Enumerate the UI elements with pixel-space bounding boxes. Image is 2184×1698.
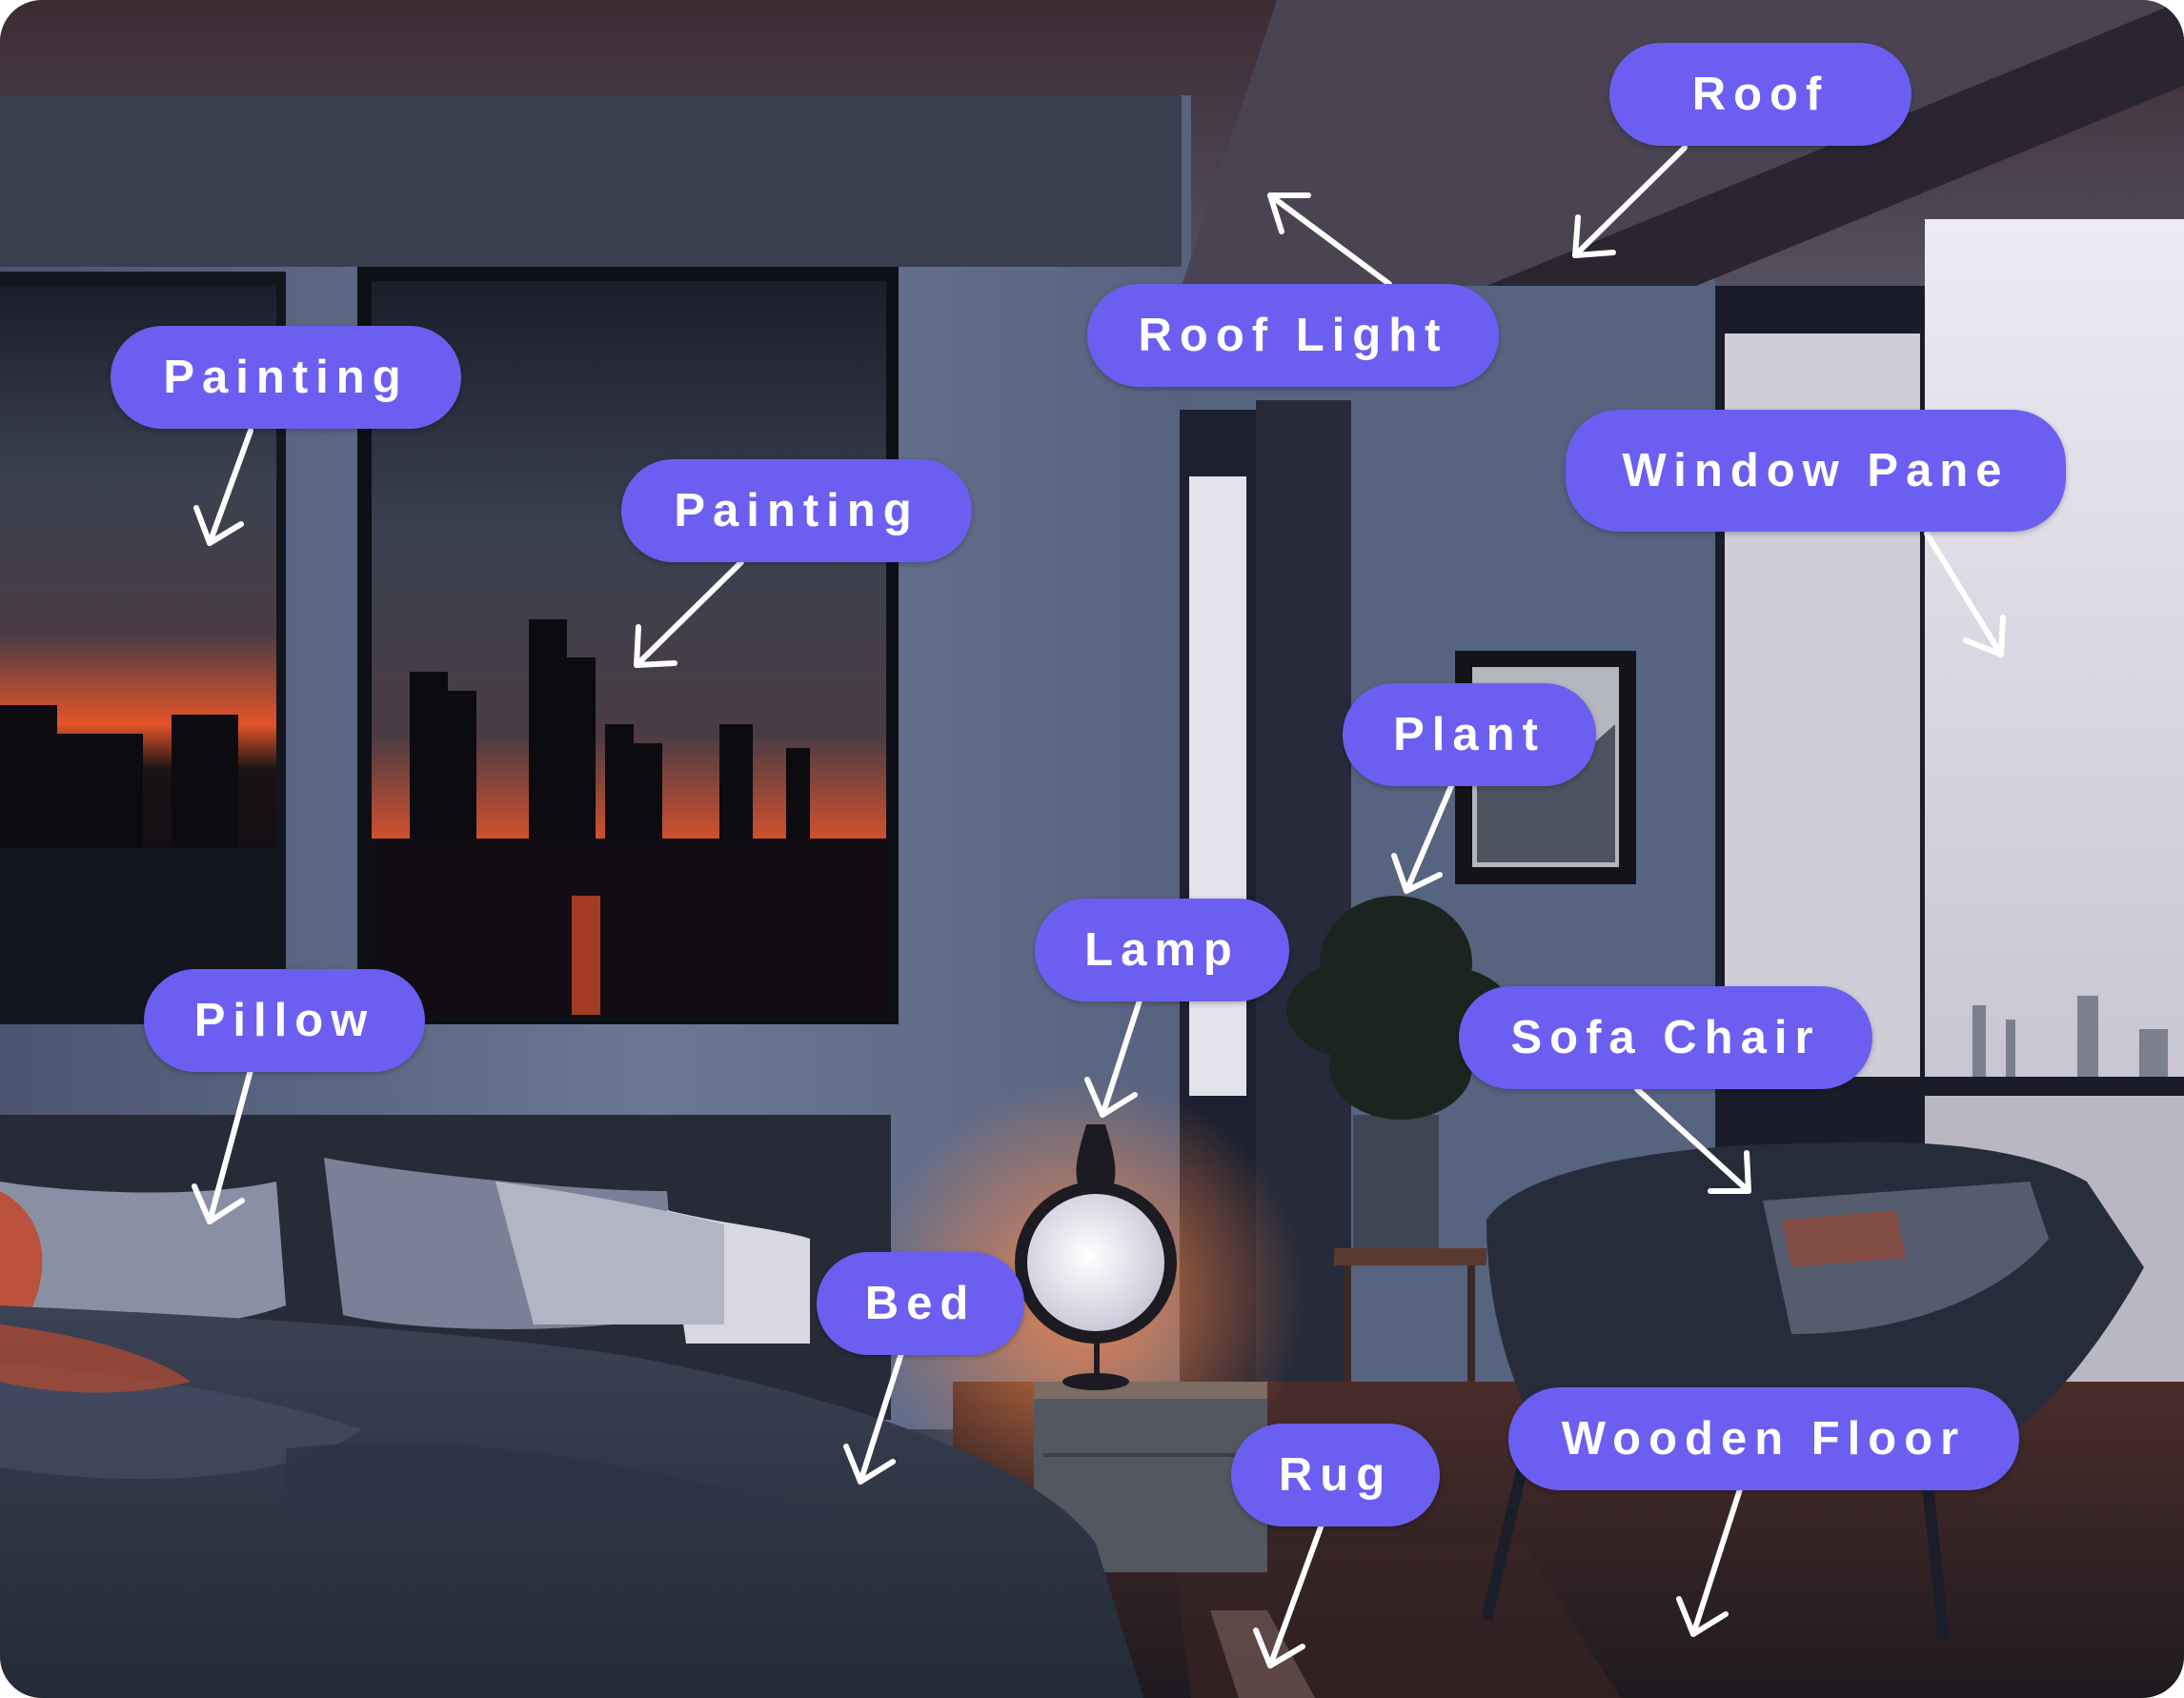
label-sofa-chair: Sofa Chair	[1459, 986, 1872, 1089]
label-bed: Bed	[817, 1252, 1024, 1355]
label-roof-light: Roof Light	[1087, 284, 1499, 387]
label-pillow: Pillow	[144, 969, 425, 1072]
label-wooden-floor: Wooden Floor	[1508, 1387, 2019, 1490]
label-painting-center: Painting	[621, 459, 972, 562]
label-plant: Plant	[1343, 683, 1596, 786]
label-window-pane: Window Pane	[1566, 410, 2066, 532]
label-roof: Roof	[1609, 43, 1911, 146]
label-lamp: Lamp	[1035, 899, 1289, 1001]
label-painting-left: Painting	[111, 326, 461, 429]
label-rug: Rug	[1231, 1424, 1440, 1526]
